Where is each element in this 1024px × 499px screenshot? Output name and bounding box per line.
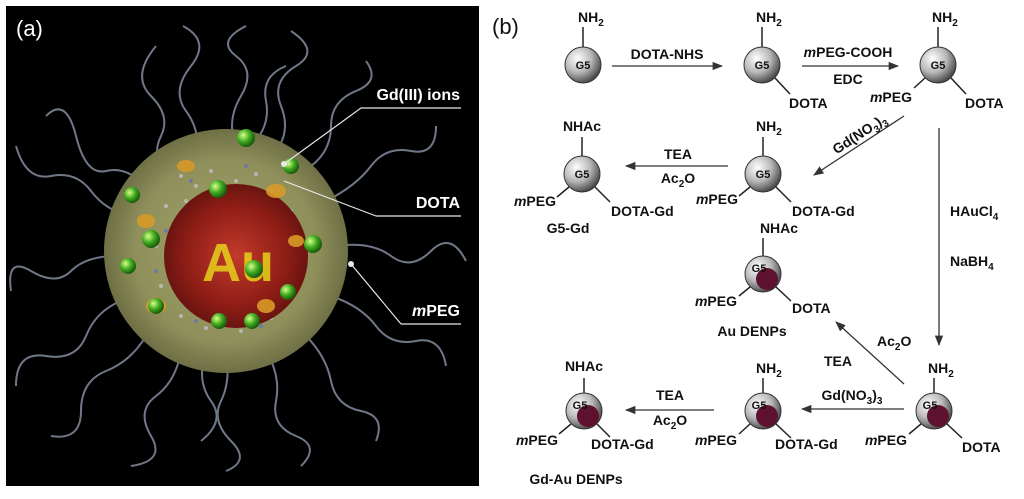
svg-text:NH2: NH2 (756, 118, 782, 138)
svg-text:mPEG-COOH: mPEG-COOH (804, 44, 893, 60)
arrow-acetylation-bottom: TEA Ac2O (624, 387, 714, 432)
panel-a-tag: (a) (16, 16, 43, 41)
svg-text:mPEG: mPEG (516, 432, 558, 448)
panel-a-svg: (a) (9, 16, 467, 472)
au-core-label: Au (202, 233, 274, 293)
svg-text:DOTA-Gd: DOTA-Gd (611, 203, 674, 219)
svg-text:NH2: NH2 (578, 9, 604, 29)
svg-text:DOTA-Gd: DOTA-Gd (792, 203, 855, 219)
peg-chains (9, 25, 467, 472)
arrow-acetylation-diagonal: Ac2O TEA (824, 321, 911, 385)
svg-text:G5: G5 (573, 400, 588, 412)
molecule-g5-dota-gd: G5 NH2 DOTA-Gd mPEG (696, 118, 855, 219)
svg-text:EDC: EDC (833, 71, 863, 87)
svg-text:NH2: NH2 (932, 9, 958, 29)
molecule-gd-au-denps: G5 NHAc DOTA-Gd mPEG Gd-Au DENPs (516, 358, 654, 487)
arrow-mpeg-cooh: mPEG-COOH EDC (802, 44, 900, 87)
label-gd-ions: Gd(III) ions (376, 87, 460, 104)
svg-text:mPEG: mPEG (865, 432, 907, 448)
arrow-dota-nhs: DOTA-NHS (612, 46, 724, 71)
molecule-g5-gd: G5 NHAc DOTA-Gd mPEG G5-Gd (514, 118, 674, 236)
svg-text:HAuCl4: HAuCl4 (950, 203, 999, 223)
svg-text:DOTA-Gd: DOTA-Gd (591, 436, 654, 452)
svg-text:DOTA-Gd: DOTA-Gd (775, 436, 838, 452)
svg-text:Gd(NO3)3: Gd(NO3)3 (822, 387, 883, 407)
svg-text:NHAc: NHAc (760, 220, 798, 236)
label-mpeg: mPEG (412, 303, 460, 320)
svg-text:DOTA: DOTA (792, 300, 831, 316)
svg-text:G5: G5 (576, 60, 591, 72)
molecule-g5-dota-mpeg: G5 NH2 DOTA mPEG (870, 9, 1004, 111)
molecule-g5-dota: G5 NH2 DOTA (743, 9, 828, 111)
svg-text:mPEG: mPEG (514, 193, 556, 209)
label-leaders (283, 107, 461, 325)
svg-text:NH2: NH2 (756, 9, 782, 29)
panel-b-svg: (b) G5 NH2 DOTA-NHS G5 NH2 DOTA mPEG-COO… (492, 9, 1004, 487)
product-au-denps: Au DENPs (717, 323, 786, 339)
svg-text:DOTA: DOTA (965, 95, 1004, 111)
svg-text:G5: G5 (752, 400, 767, 412)
svg-text:DOTA-NHS: DOTA-NHS (631, 46, 704, 62)
label-dota: DOTA (416, 195, 461, 212)
svg-text:DOTA: DOTA (789, 95, 828, 111)
molecule-au-denps: G5 NHAc DOTA mPEG Au DENPs (695, 220, 831, 339)
svg-text:Ac2O: Ac2O (653, 412, 687, 432)
panel-b-tag: (b) (492, 14, 519, 39)
svg-text:NH2: NH2 (928, 360, 954, 380)
product-gd-au-denps: Gd-Au DENPs (529, 471, 623, 487)
svg-text:NHAc: NHAc (565, 358, 603, 374)
arrow-gdno3-bottom: Gd(NO3)3 (800, 387, 904, 414)
panel-a-illustration: (a) (6, 6, 479, 486)
svg-text:NHAc: NHAc (563, 118, 601, 134)
gd-ions (120, 129, 322, 329)
molecule-g5-nh2: G5 NH2 (564, 9, 604, 84)
svg-text:TEA: TEA (656, 387, 684, 403)
svg-text:DOTA: DOTA (962, 439, 1001, 455)
au-core (164, 184, 308, 328)
arrow-haucl4: HAuCl4 NaBH4 (934, 128, 999, 347)
svg-text:G5: G5 (575, 169, 590, 181)
arrow-gdno3-diagonal: Gd(NO3)3 (813, 110, 905, 176)
arrow-acetylation-top: TEA Ac2O (624, 146, 728, 190)
svg-text:Ac2O: Ac2O (661, 170, 695, 190)
svg-text:mPEG: mPEG (696, 191, 738, 207)
svg-text:TEA: TEA (824, 353, 852, 369)
svg-text:G5: G5 (756, 169, 771, 181)
panel-b-scheme: (b) G5 NH2 DOTA-NHS G5 NH2 DOTA mPEG-COO… (484, 0, 1024, 494)
svg-text:G5: G5 (931, 60, 946, 72)
molecule-au-dota-gd: G5 NH2 DOTA-Gd mPEG (695, 360, 838, 452)
svg-text:G5: G5 (755, 60, 770, 72)
svg-text:NaBH4: NaBH4 (950, 253, 994, 273)
molecule-au-mpeg-dota: G5 NH2 DOTA mPEG (865, 360, 1001, 455)
svg-text:TEA: TEA (664, 146, 692, 162)
svg-text:mPEG: mPEG (695, 432, 737, 448)
svg-text:G5: G5 (923, 400, 938, 412)
svg-text:mPEG: mPEG (870, 89, 912, 105)
product-g5-gd: G5-Gd (547, 220, 590, 236)
svg-text:G5: G5 (752, 263, 767, 275)
svg-text:Gd(NO3)3: Gd(NO3)3 (829, 110, 891, 160)
svg-text:mPEG: mPEG (695, 293, 737, 309)
svg-text:NH2: NH2 (756, 360, 782, 380)
svg-text:Ac2O: Ac2O (877, 333, 911, 353)
